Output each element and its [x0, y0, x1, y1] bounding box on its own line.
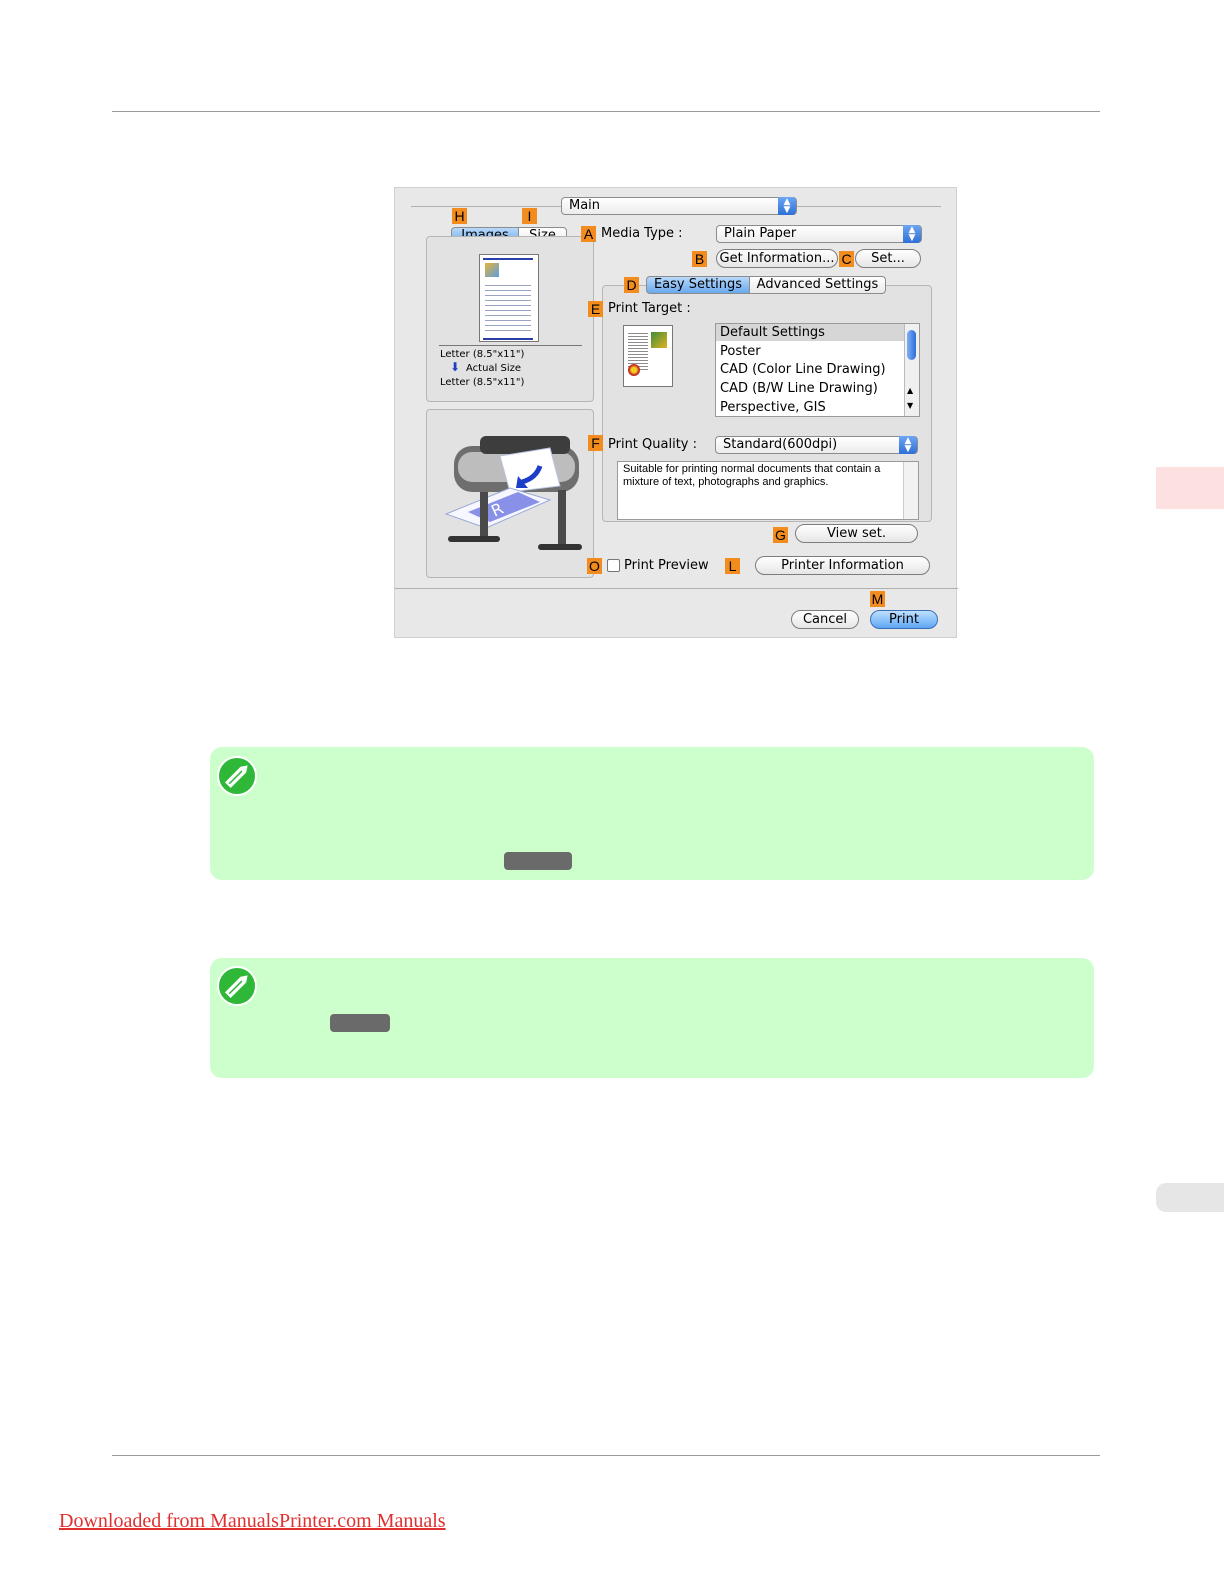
print-preview-label[interactable]: Print Preview	[624, 558, 709, 573]
get-information-label: Get Information...	[719, 251, 835, 266]
footer-download-link[interactable]: Downloaded from ManualsPrinter.com Manua…	[59, 1510, 446, 1532]
thumbnail-text-lines	[628, 331, 648, 371]
printer-illustration: R	[444, 436, 582, 550]
thumbnail-photo-icon	[651, 332, 667, 348]
page-thumbnail-lines	[485, 281, 531, 331]
top-rule	[112, 111, 1100, 112]
media-type-value: Plain Paper	[724, 226, 797, 241]
arrow-down-icon: ⬇	[450, 360, 461, 374]
callout-i: I	[522, 208, 537, 224]
printer-information-button[interactable]: Printer Information	[755, 556, 930, 575]
set-label: Set...	[871, 251, 905, 266]
preview-divider	[439, 345, 582, 346]
callout-o: O	[587, 558, 602, 574]
set-button[interactable]: Set...	[855, 249, 921, 268]
list-item[interactable]: CAD (Color Line Drawing)	[720, 362, 886, 377]
size-scaling: Actual Size	[466, 363, 522, 374]
printer-information-label: Printer Information	[781, 558, 904, 573]
print-quality-select[interactable]: Standard(600dpi) ▲▼	[715, 436, 918, 454]
get-information-button[interactable]: Get Information...	[716, 249, 838, 268]
list-item[interactable]: Poster	[720, 344, 761, 359]
print-quality-value: Standard(600dpi)	[723, 437, 838, 452]
bottom-rule	[112, 1455, 1100, 1456]
key-button	[330, 1014, 390, 1032]
view-set-label: View set.	[827, 526, 886, 541]
tab-easy-settings-label: Easy Settings	[653, 277, 743, 292]
page-thumbnail-image-icon	[485, 263, 499, 277]
view-set-button[interactable]: View set.	[795, 524, 918, 543]
description-scrollbar[interactable]	[903, 462, 918, 519]
size-original: Letter (8.5"x11")	[440, 349, 525, 360]
cancel-label: Cancel	[802, 612, 848, 627]
callout-f: F	[588, 435, 603, 451]
media-type-label: Media Type :	[601, 226, 683, 241]
print-button[interactable]: Print	[870, 610, 938, 629]
selected-row-highlight	[716, 324, 904, 341]
panel-select[interactable]: Main ▲▼	[561, 197, 797, 215]
list-scrollbar[interactable]: ▲ ▼	[904, 324, 919, 416]
quality-description-box: Suitable for printing normal documents t…	[617, 461, 919, 520]
note-box-2	[210, 958, 1094, 1078]
chapter-side-tab	[1156, 467, 1224, 509]
print-target-list[interactable]: Default Settings Poster CAD (Color Line …	[715, 323, 920, 417]
scroll-down-icon[interactable]: ▼	[907, 401, 914, 410]
callout-d: D	[624, 277, 639, 293]
quality-description: Suitable for printing normal documents t…	[623, 463, 881, 488]
callout-e: E	[588, 301, 603, 317]
print-dialog: Main ▲▼ H I Images Size Letter (8.5"x11"…	[394, 187, 958, 638]
popup-arrows-icon: ▲▼	[903, 225, 921, 243]
callout-m: M	[870, 591, 885, 607]
key-button	[504, 852, 572, 870]
print-preview-checkbox[interactable]	[607, 559, 620, 572]
page-thumbnail-frame	[483, 258, 533, 340]
tab-advanced-settings-label: Advanced Settings	[756, 277, 879, 292]
callout-c: C	[839, 251, 854, 267]
print-label: Print	[889, 612, 919, 627]
tab-easy-settings[interactable]: Easy Settings	[646, 276, 750, 294]
list-item[interactable]: CAD (B/W Line Drawing)	[720, 381, 878, 396]
print-target-label: Print Target :	[608, 301, 691, 316]
size-output: Letter (8.5"x11")	[440, 377, 525, 388]
scroll-up-icon[interactable]: ▲	[907, 386, 914, 395]
scroll-thumb[interactable]	[907, 330, 916, 360]
bottom-separator	[395, 588, 958, 589]
print-target-thumbnail	[623, 325, 673, 387]
index-side-tab	[1156, 1183, 1224, 1212]
callout-b: B	[692, 251, 707, 267]
print-quality-label: Print Quality :	[608, 437, 698, 452]
popup-arrows-icon: ▲▼	[899, 436, 917, 454]
cancel-button[interactable]: Cancel	[791, 610, 859, 629]
list-item[interactable]: Perspective, GIS	[720, 400, 826, 415]
tab-advanced-settings[interactable]: Advanced Settings	[749, 276, 886, 294]
page-thumbnail	[479, 254, 539, 342]
callout-g: G	[773, 527, 788, 543]
callout-a: A	[581, 226, 596, 242]
callout-l: L	[725, 558, 740, 574]
thumbnail-flower-icon	[628, 364, 640, 376]
pencil-note-icon	[217, 966, 257, 1006]
callout-h: H	[452, 208, 467, 224]
popup-arrows-icon: ▲▼	[778, 197, 796, 215]
list-item[interactable]: Default Settings	[720, 325, 825, 340]
media-type-select[interactable]: Plain Paper ▲▼	[716, 225, 922, 243]
note-box-1	[210, 747, 1094, 880]
panel-select-value: Main	[569, 198, 601, 213]
pencil-note-icon	[217, 756, 257, 796]
